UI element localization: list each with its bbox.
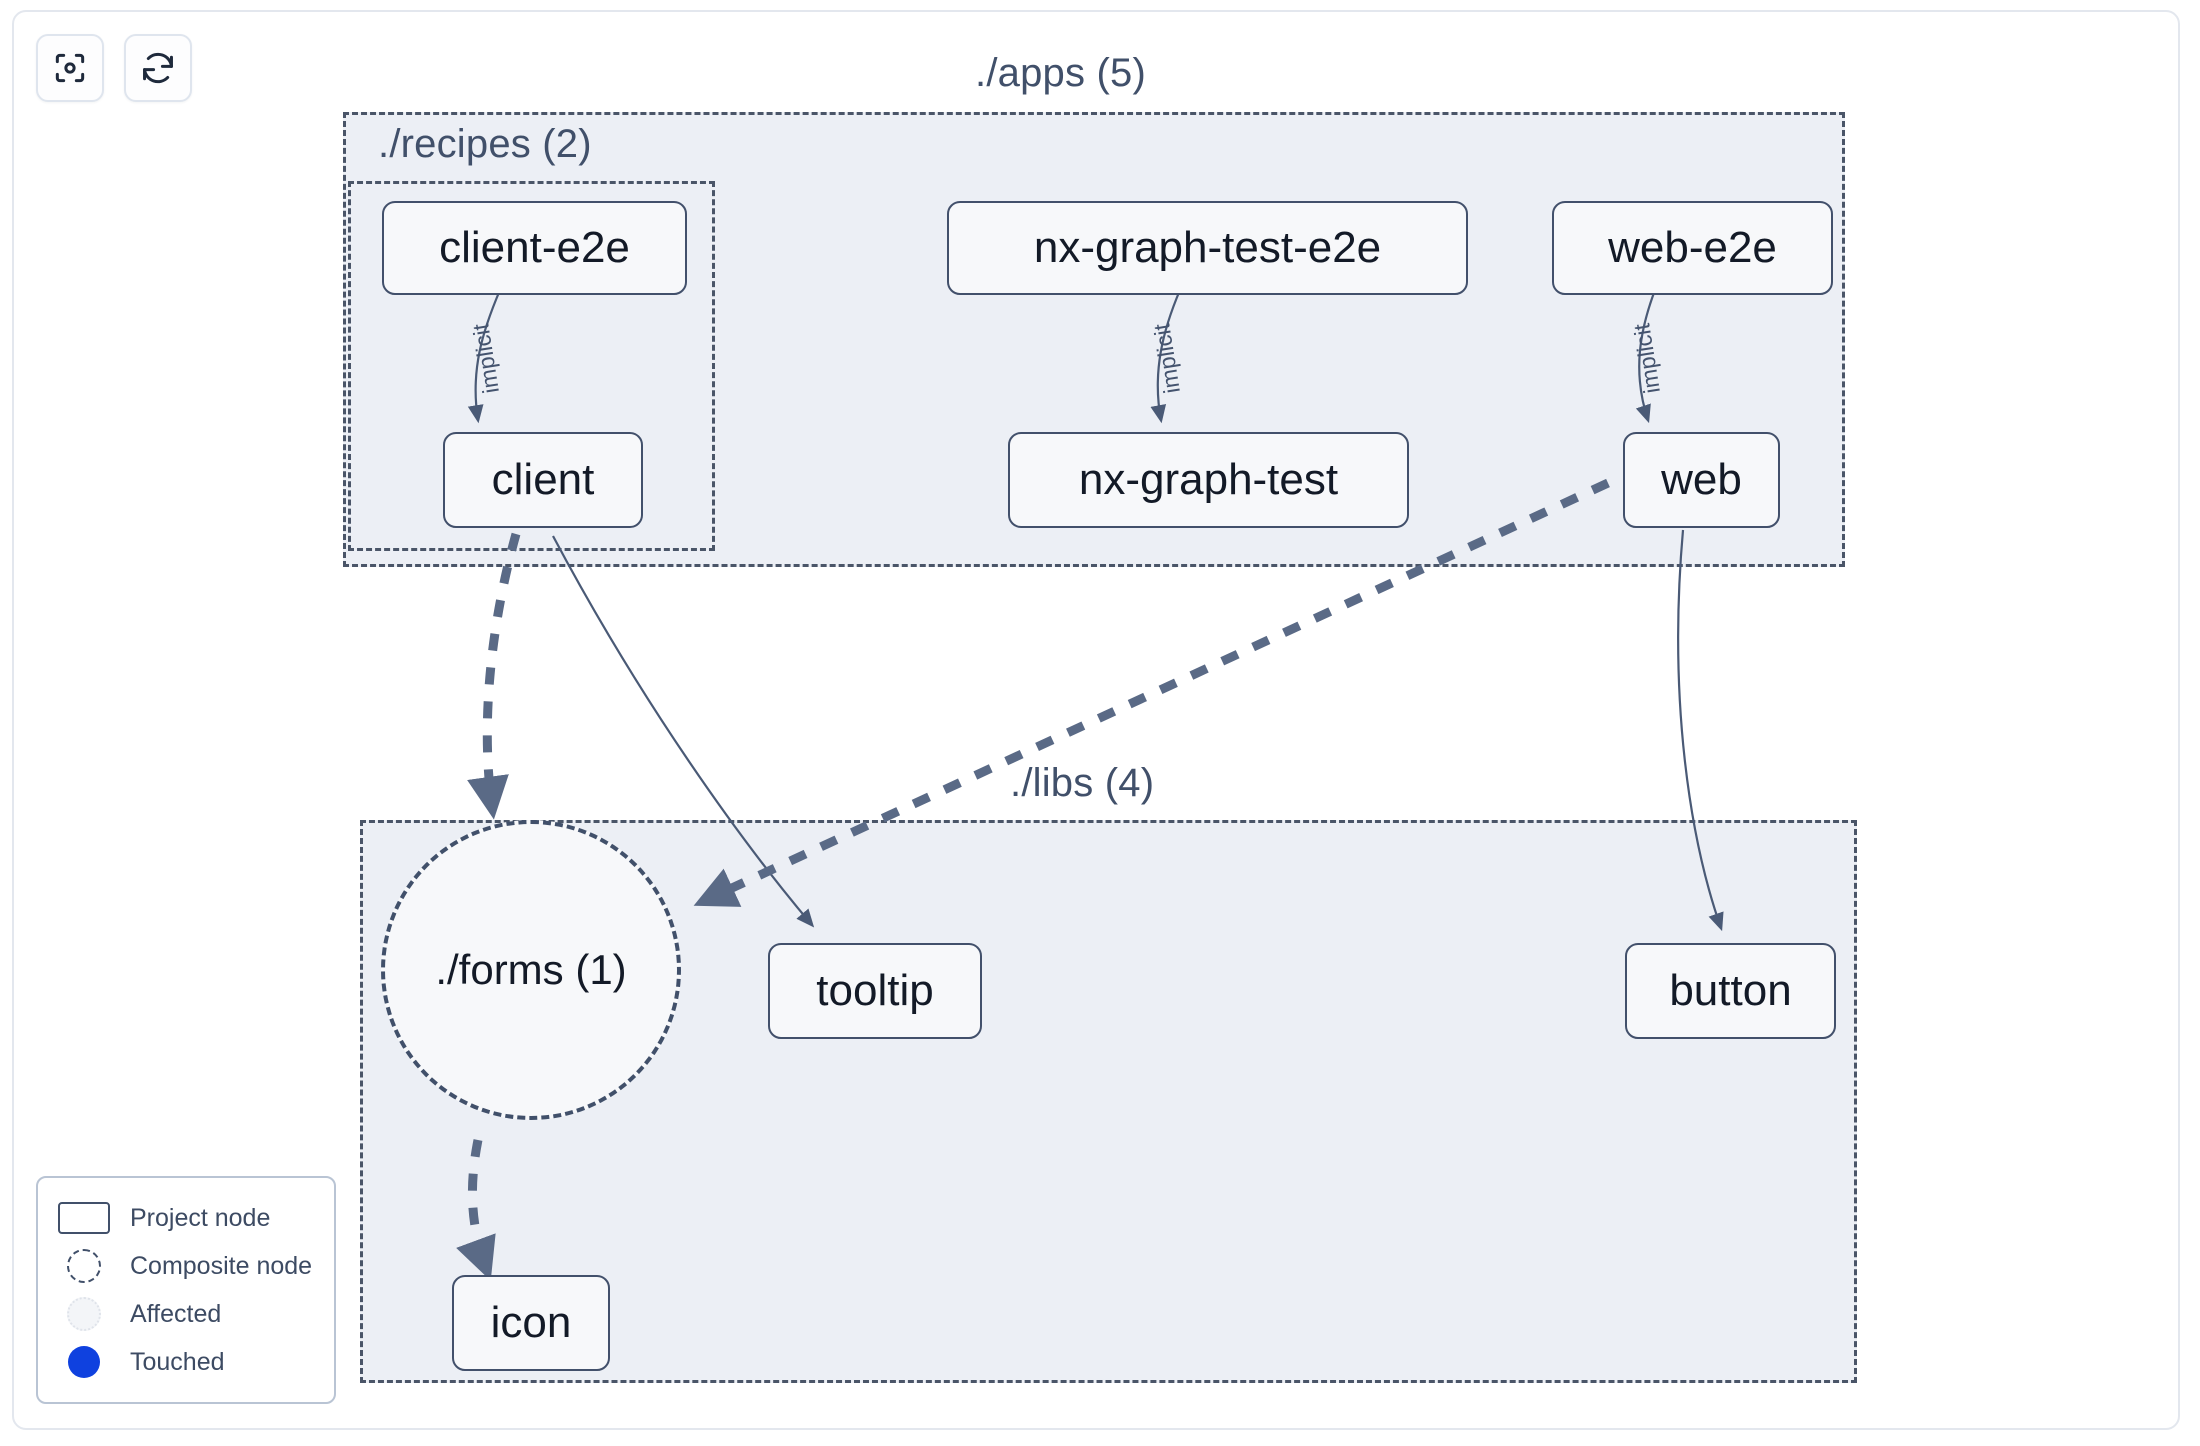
composite-node-swatch	[56, 1249, 112, 1283]
refresh-graph-button[interactable]	[124, 34, 192, 102]
group-label-recipes: ./recipes (2)	[378, 122, 592, 166]
legend-item-composite-node: Composite node	[56, 1242, 316, 1290]
node-web[interactable]: web	[1623, 432, 1780, 528]
focus-graph-button[interactable]	[36, 34, 104, 102]
legend-item-affected: Affected	[56, 1290, 316, 1338]
node-label: web	[1661, 455, 1742, 504]
node-label: tooltip	[816, 966, 934, 1015]
refresh-icon	[139, 49, 177, 87]
node-nx-graph-test-e2e[interactable]: nx-graph-test-e2e	[947, 201, 1468, 295]
project-node-swatch	[56, 1202, 112, 1234]
node-label: icon	[490, 1298, 572, 1347]
node-label: client	[491, 455, 595, 504]
node-button[interactable]: button	[1625, 943, 1836, 1039]
node-label: nx-graph-test-e2e	[1033, 223, 1382, 272]
node-label: button	[1669, 966, 1792, 1015]
node-label: web-e2e	[1608, 223, 1777, 272]
node-icon[interactable]: icon	[452, 1275, 610, 1371]
node-web-e2e[interactable]: web-e2e	[1552, 201, 1833, 295]
node-forms-composite[interactable]: ./forms (1)	[381, 820, 681, 1120]
legend-item-project-node: Project node	[56, 1194, 316, 1242]
legend-label: Project node	[130, 1203, 271, 1232]
node-label: nx-graph-test	[1078, 455, 1339, 504]
touched-swatch	[56, 1346, 112, 1378]
legend-label: Touched	[130, 1347, 225, 1376]
graph-legend: Project node Composite node Affected Tou…	[36, 1176, 336, 1404]
graph-toolbar	[36, 34, 192, 102]
focus-target-icon	[51, 49, 89, 87]
node-label: ./forms (1)	[435, 946, 627, 993]
node-nx-graph-test[interactable]: nx-graph-test	[1008, 432, 1409, 528]
node-label: client-e2e	[439, 223, 630, 272]
legend-label: Composite node	[130, 1251, 313, 1280]
node-client-e2e[interactable]: client-e2e	[382, 201, 687, 295]
affected-swatch	[56, 1297, 112, 1331]
legend-label: Affected	[130, 1299, 222, 1328]
node-client[interactable]: client	[443, 432, 643, 528]
legend-item-touched: Touched	[56, 1338, 316, 1386]
group-label-apps: ./apps (5)	[975, 51, 1146, 95]
group-label-libs: ./libs (4)	[1010, 761, 1155, 805]
node-tooltip[interactable]: tooltip	[768, 943, 982, 1039]
